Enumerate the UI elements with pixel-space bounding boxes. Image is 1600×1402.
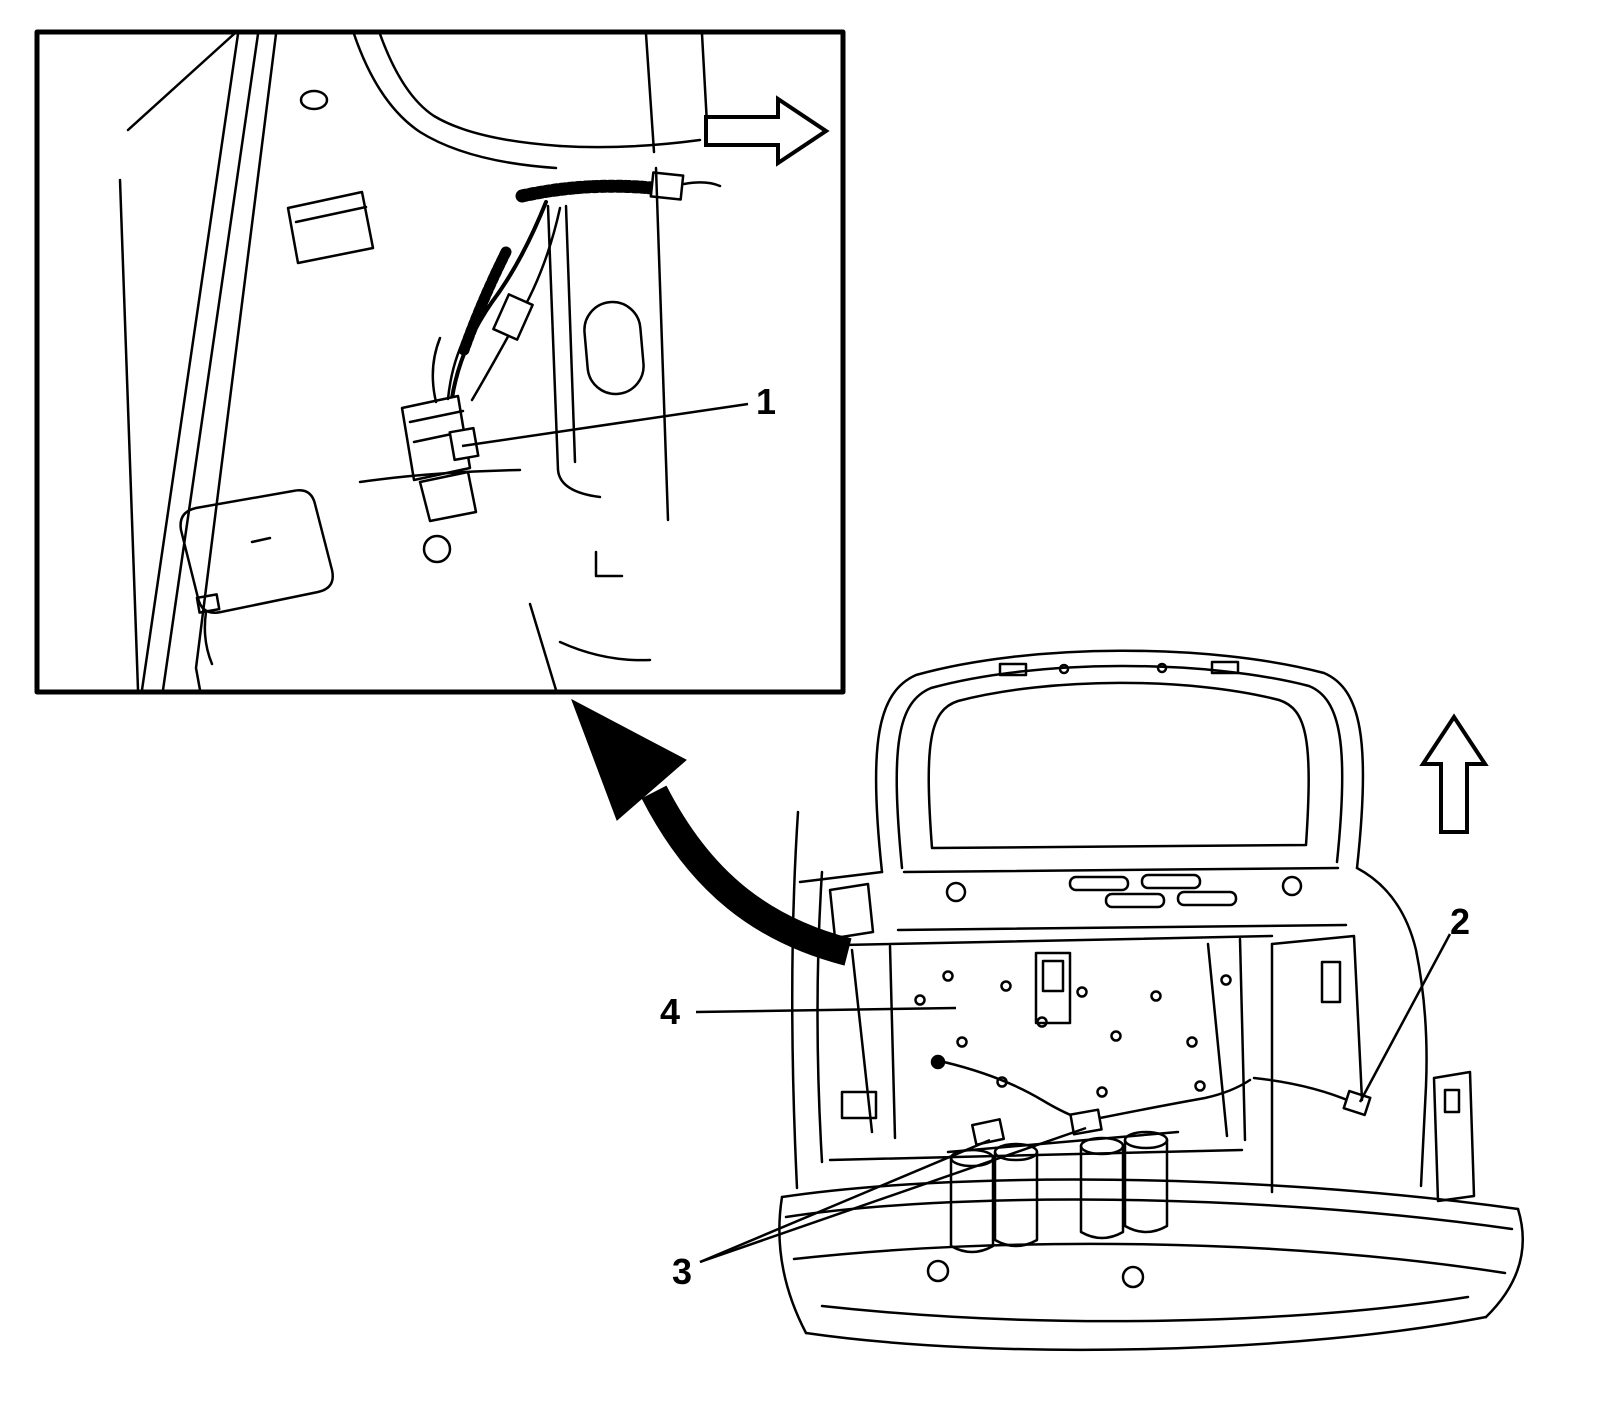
up-direction-arrow-icon [1419,713,1489,834]
callout-leader-lines [461,402,1452,1264]
leader-line-1 [461,402,749,448]
leader-line-2 [1358,933,1452,1103]
park-sensor [926,1259,950,1283]
rear-window-aperture [927,681,1310,850]
rear-bumper [778,1178,1524,1352]
callout-4-label: 4 [659,991,681,1032]
park-sensor [1121,1265,1145,1289]
rear-body-panel-callout-4-target [794,934,1274,1162]
harness-connector-left-callout-3 [970,1118,1006,1146]
storage-bin-lid [179,489,334,614]
harness-connector-inset [492,293,534,341]
detail-view-arrow-icon [571,698,852,966]
module-callout-1-target [400,330,480,523]
harness-connector-right-callout-3 [1069,1108,1103,1136]
callout-2-label: 2 [1449,901,1471,942]
vent-slot [1176,890,1238,907]
leader-line-3b [699,1126,1087,1264]
vent-slot [1140,873,1202,890]
floor-grommet [422,534,452,564]
corrugated-conduit [515,179,659,203]
corner-connector-callout-2 [1342,1089,1372,1117]
right-quarter-panel [1270,866,1476,1203]
leader-line-3a [699,1138,991,1264]
leader-line-4 [695,1006,957,1014]
rear-harness [930,1054,1372,1146]
vent-slot [1068,875,1130,892]
callout-1-label: 1 [755,381,777,422]
callout-3-label: 3 [671,1251,693,1292]
right-direction-arrow-icon [704,95,830,167]
exhaust-cylinders [946,1130,1180,1254]
main-rear-view [778,649,1524,1352]
vent-slot [1104,892,1166,909]
